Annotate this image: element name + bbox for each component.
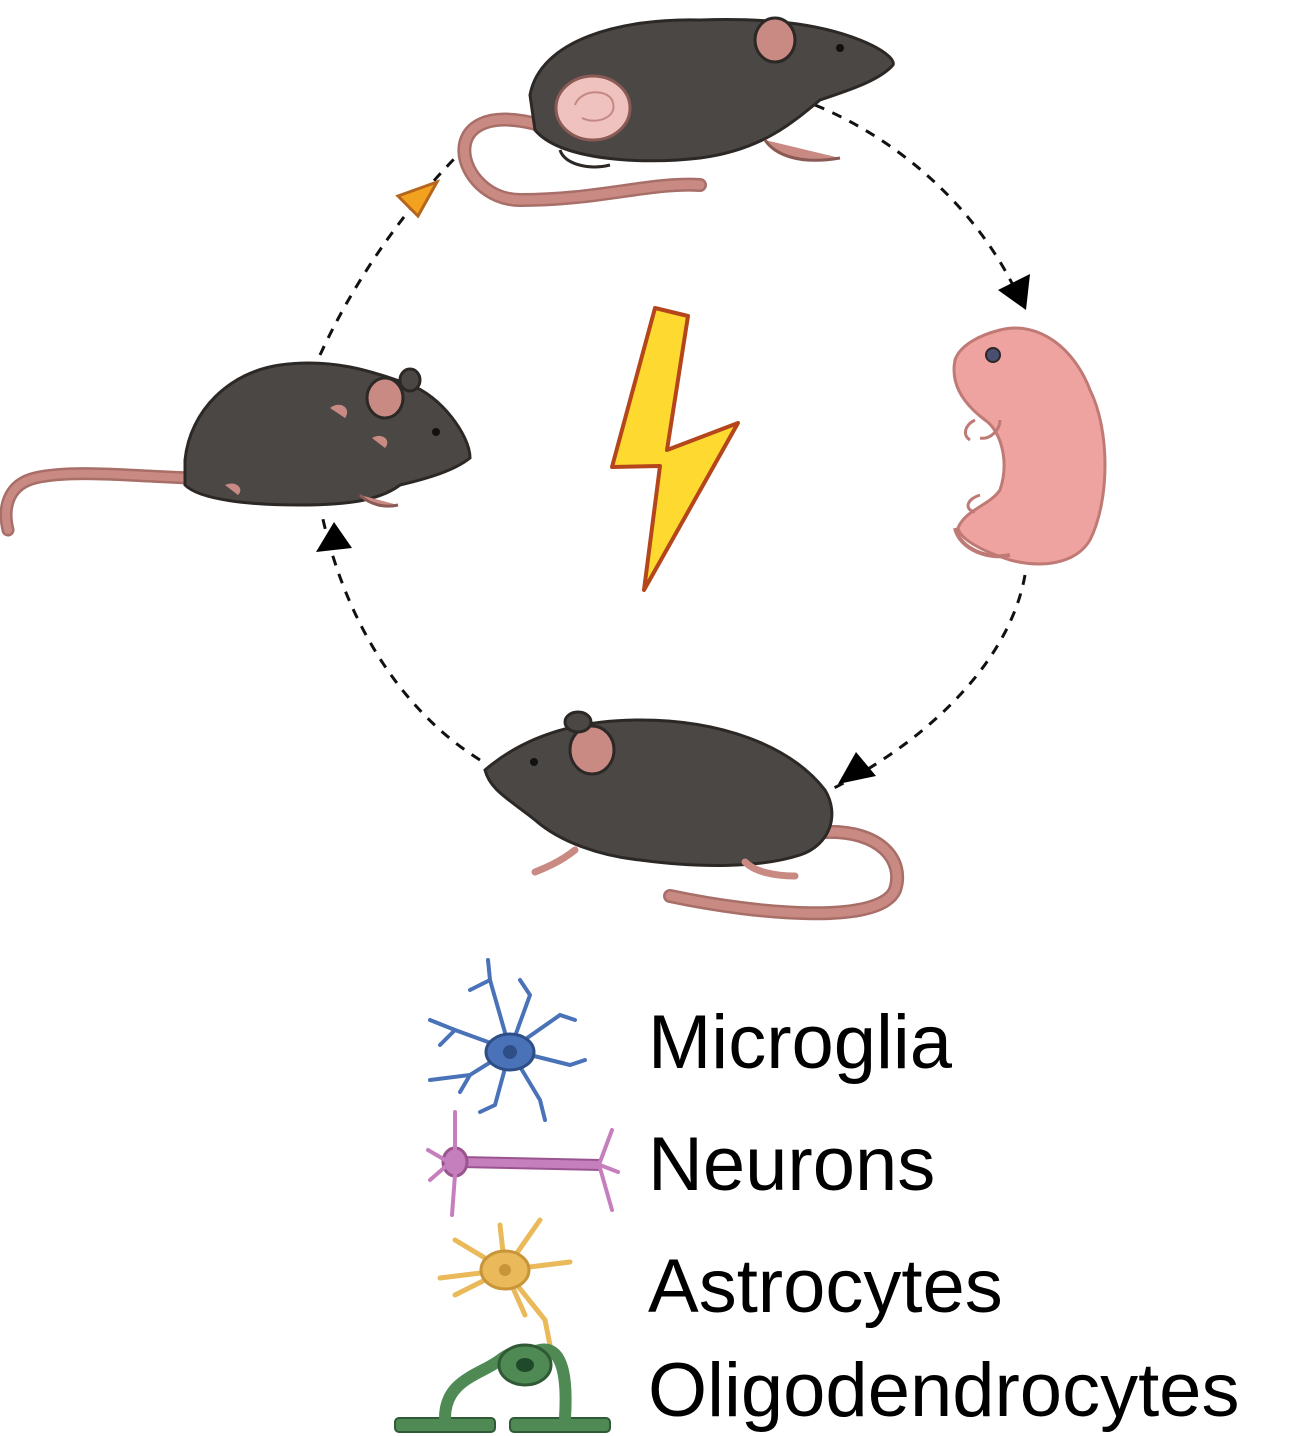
arrowhead-adult <box>838 752 876 784</box>
legend: Microglia Neurons Astrocytes Oligodendro… <box>648 1000 1239 1433</box>
arrow-heads <box>316 179 1030 784</box>
lightning-bolt-icon <box>610 306 740 592</box>
legend-label-astrocytes: Astrocytes <box>648 1244 1003 1329</box>
microglia-icon <box>428 958 587 1122</box>
arrowhead-pup <box>998 274 1030 310</box>
legend-label-neurons: Neurons <box>648 1122 935 1207</box>
legend-icons <box>394 958 620 1433</box>
astrocyte-icon <box>437 1217 573 1348</box>
oligodendrocyte-icon <box>394 1343 611 1433</box>
adult-mouse-icon <box>483 710 905 921</box>
arrowhead-aged <box>316 522 352 552</box>
aged-mouse-icon <box>0 361 472 537</box>
pregnant-mouse-icon <box>457 16 895 208</box>
warning-arrowhead <box>395 179 441 219</box>
arrow-pregnant-to-pup <box>814 103 1022 301</box>
legend-label-oligodendrocytes: Oligodendrocytes <box>648 1348 1239 1433</box>
legend-label-microglia: Microglia <box>648 1000 953 1085</box>
arrow-adult-to-aged <box>320 514 481 762</box>
arrow-aged-to-pregnant <box>318 156 457 356</box>
neuron-icon <box>426 1110 620 1217</box>
newborn-pup-icon <box>952 326 1107 566</box>
